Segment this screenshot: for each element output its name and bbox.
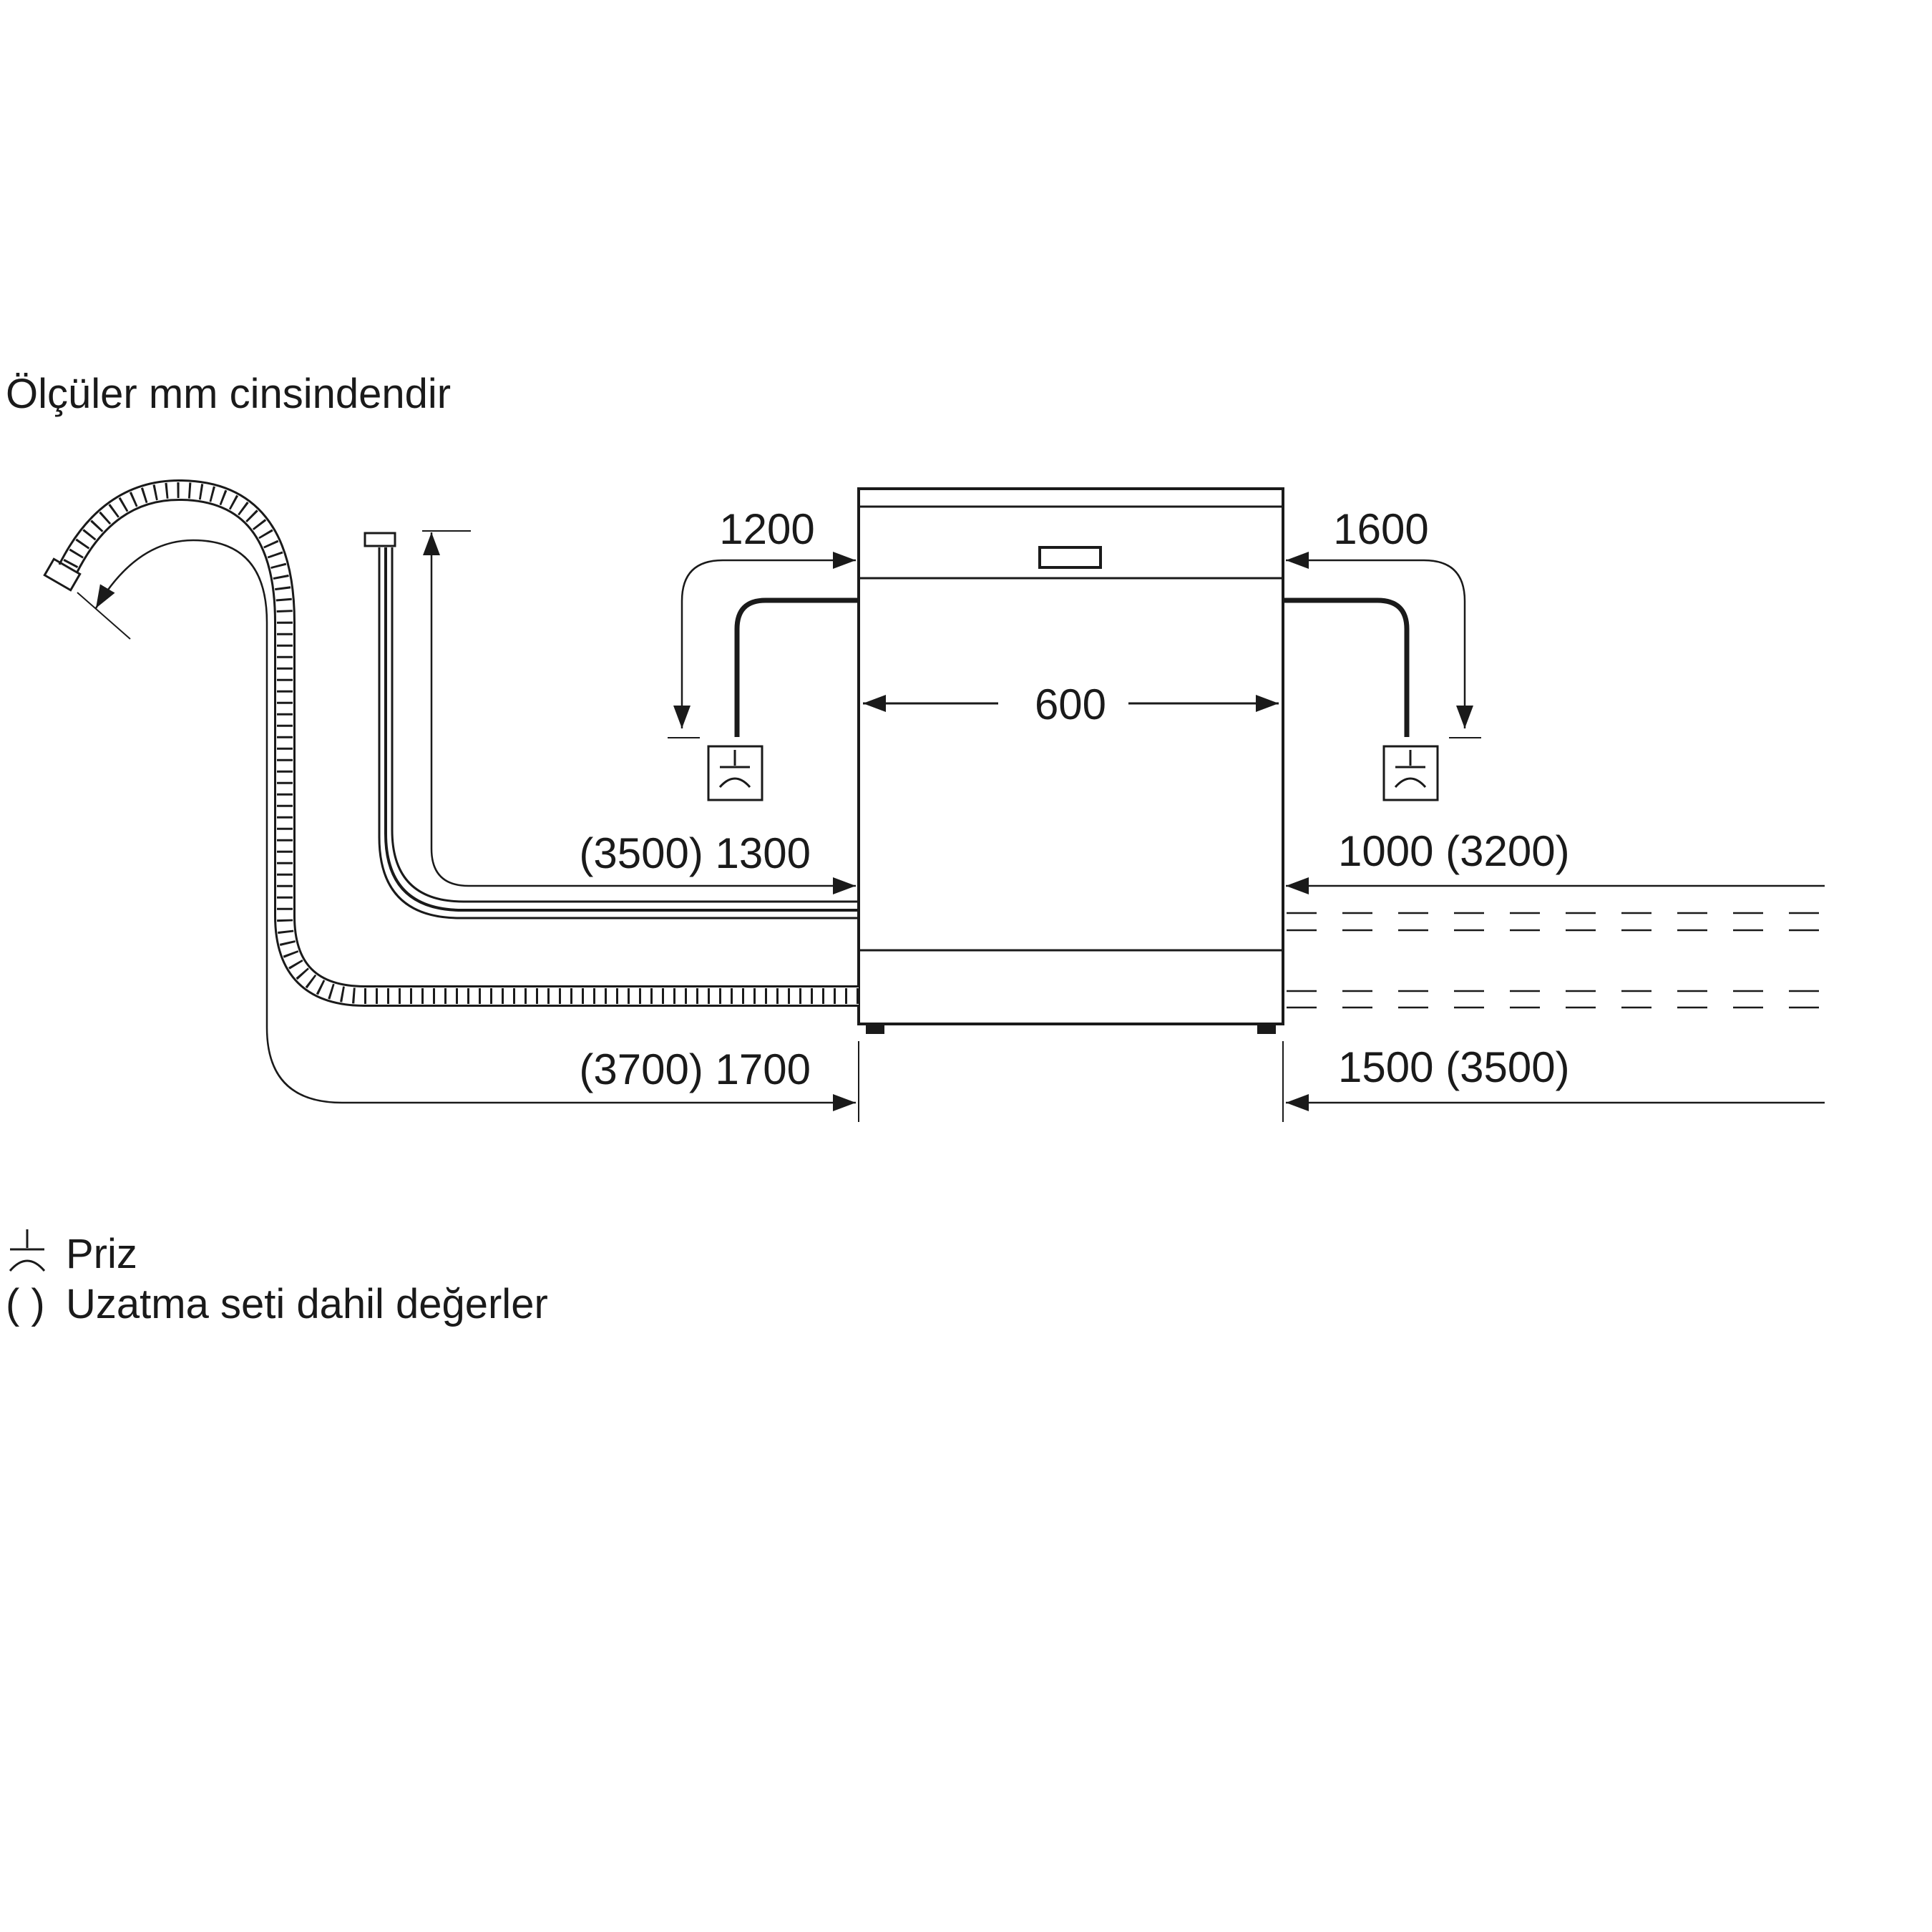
power-right-label: 1600: [1333, 505, 1428, 553]
legend-socket-label: Priz: [66, 1231, 137, 1277]
drain-hose-icon: (3700) 1700: [43, 479, 859, 1122]
power-left-label: 1200: [719, 505, 814, 553]
inlet-left-label: (3500) 1300: [579, 829, 811, 877]
left-foot: [866, 1024, 884, 1034]
width-label: 600: [1035, 680, 1106, 728]
control-panel-display: [1038, 546, 1102, 569]
legend-parens-label: Uzatma seti dahil değerler: [66, 1281, 548, 1327]
right-foot: [1257, 1024, 1276, 1034]
socket-icon: [9, 1229, 46, 1272]
socket-icon: [707, 745, 763, 801]
drain-right-label: 1500 (3500): [1338, 1043, 1570, 1091]
inlet-right-label: 1000 (3200): [1338, 827, 1570, 875]
inlet-hose-icon: (3500) 1300: [364, 530, 859, 919]
legend-parens-symbol: ( ): [6, 1281, 45, 1327]
legend: Priz ( ) Uzatma seti dahil değerler: [6, 1229, 548, 1327]
drain-left-label: (3700) 1700: [579, 1045, 811, 1093]
units-note: Ölçüler mm cinsindendir: [6, 371, 451, 417]
dishwasher-icon: [857, 487, 1284, 1034]
power-cable-left: 1200: [668, 505, 859, 801]
power-cable-right: 1600: [1283, 505, 1481, 801]
right-connections: 1000 (3200) 1500 (3500): [1282, 827, 1825, 1122]
socket-icon: [1382, 745, 1439, 801]
width-dimension: 600: [863, 680, 1279, 728]
